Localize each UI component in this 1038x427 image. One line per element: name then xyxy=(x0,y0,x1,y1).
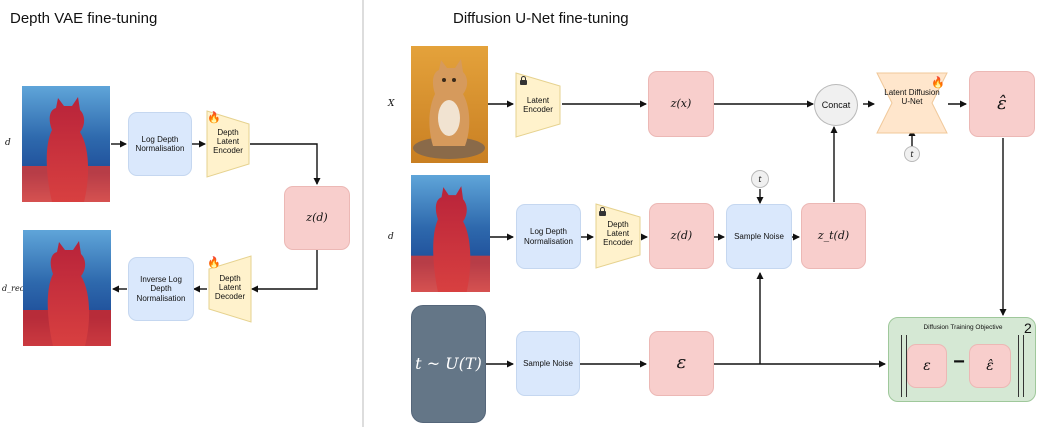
cat-photo xyxy=(411,46,488,163)
depth-latent-decoder-label: Depth Latent Decoder xyxy=(214,274,246,302)
latent-encoder-label: Latent Encoder xyxy=(523,96,553,115)
depth-latent-decoder-shape xyxy=(208,255,252,323)
sample-noise-box: Sample Noise xyxy=(726,204,792,269)
depth-latent-encoder-shape xyxy=(206,110,250,178)
lock-icon xyxy=(599,207,606,216)
z-x-symbol: z(x) xyxy=(670,96,692,110)
log-depth-normalisation-box: Log Depth Normalisation xyxy=(128,112,192,176)
objective-eps-hat-symbol: ε̂ xyxy=(986,357,994,374)
timestep-node-noise: t xyxy=(751,170,769,188)
objective-eps-box: ε xyxy=(907,344,947,388)
objective-eps-symbol: ε xyxy=(923,357,931,374)
vae-output-label: d_rec xyxy=(2,284,25,293)
log-depth-normalisation-box-2: Log Depth Normalisation xyxy=(516,204,581,269)
t-symbol: t xyxy=(758,174,762,184)
z-t-d-box: z_t(d) xyxy=(801,203,866,269)
objective-eps-hat-box: ε̂ xyxy=(969,344,1011,388)
objective-title: Diffusion Training Objective xyxy=(923,324,1003,331)
eps-hat-box: ε̂ xyxy=(969,71,1035,137)
z-d-box: z(d) xyxy=(649,203,714,269)
diffusion-objective-panel: Diffusion Training Objective 2 ε − ε̂ xyxy=(888,317,1036,402)
sample-noise-box-2: Sample Noise xyxy=(516,331,580,396)
depth-latent-encoder-label: Depth Latent Encoder xyxy=(213,128,243,156)
vae-section-title: Depth VAE fine-tuning xyxy=(10,10,158,27)
z-t-d-symbol: z_t(d) xyxy=(817,228,850,242)
flame-icon: 🔥 xyxy=(207,257,221,269)
timestep-sample-symbol: t ~ U(T) xyxy=(415,353,482,373)
vae-input-label: d xyxy=(5,138,11,148)
depth-latent-encoder-shape-2 xyxy=(595,203,641,269)
minus-sign: − xyxy=(953,351,965,373)
unet-label: Latent Diffusion U-Net xyxy=(884,88,940,107)
objective-power: 2 xyxy=(1024,320,1032,336)
z-x-box: z(x) xyxy=(648,71,714,137)
lock-icon xyxy=(520,76,527,85)
depth-map-unet xyxy=(411,175,490,292)
eps-symbol: ε xyxy=(676,352,687,374)
timestep-distribution-box: t ~ U(T) xyxy=(411,305,486,423)
z-d-symbol: z(d) xyxy=(670,228,693,242)
t-symbol: t xyxy=(910,149,914,159)
norm-bar-right xyxy=(1018,335,1024,397)
depth-latent-encoder-label-2: Depth Latent Encoder xyxy=(603,220,633,248)
unet-section-title: Diffusion U-Net fine-tuning xyxy=(453,10,629,27)
row-x-label: X xyxy=(388,99,395,109)
depth-map-reconstruction xyxy=(23,230,111,346)
norm-bar-left xyxy=(901,335,907,397)
depth-latent-symbol: z(d) xyxy=(306,210,328,224)
eps-hat-symbol: ε̂ xyxy=(997,92,1007,114)
timestep-node-unet: t xyxy=(904,146,920,162)
depth-latent-box: z(d) xyxy=(284,186,350,250)
unet-shape xyxy=(876,72,948,134)
inverse-log-depth-box: Inverse Log Depth Normalisation xyxy=(128,257,194,321)
flame-icon: 🔥 xyxy=(207,112,221,124)
depth-map-input xyxy=(22,86,110,202)
concat-label: Concat xyxy=(821,100,851,110)
row-d-label: d xyxy=(388,232,394,242)
eps-box: ε xyxy=(649,331,714,396)
latent-encoder-shape xyxy=(515,72,561,138)
concat-node: Concat xyxy=(814,84,858,126)
flame-icon: 🔥 xyxy=(931,77,945,89)
